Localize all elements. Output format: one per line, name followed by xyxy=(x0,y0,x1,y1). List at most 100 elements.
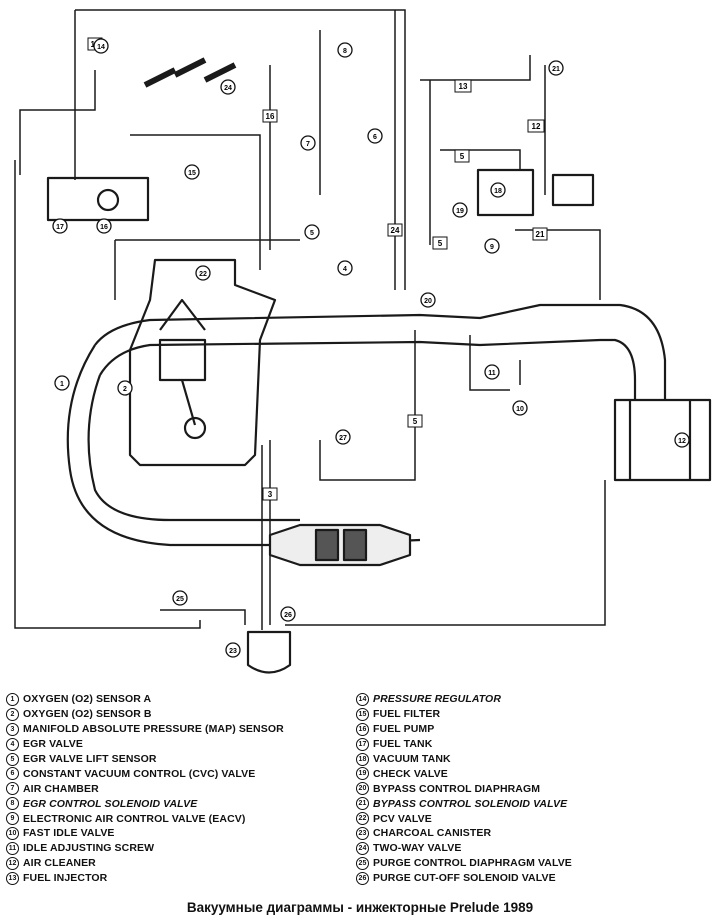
intake-manifold xyxy=(94,303,600,346)
legend-number: 17 xyxy=(356,737,369,751)
legend-label: EGR CONTROL SOLENOID VALVE xyxy=(23,797,198,810)
legend-label: AIR CHAMBER xyxy=(23,782,99,795)
svg-text:16: 16 xyxy=(266,112,275,121)
exhaust-pipe xyxy=(66,344,421,547)
hose-tag: 21 xyxy=(532,227,548,241)
callout: 12 xyxy=(674,432,690,448)
hose-tag: 13 xyxy=(454,79,472,93)
svg-text:10: 10 xyxy=(516,406,524,413)
legend-number: 6 xyxy=(6,767,19,781)
svg-text:16: 16 xyxy=(100,224,108,231)
callouts: 1 2 4 5 6 7 8 9 10 11 12 14 15 16 17 18 … xyxy=(52,38,690,658)
fuel-tank-shape xyxy=(46,176,150,222)
legend-item: 25 PURGE CONTROL DIAPHRAGM VALVE xyxy=(356,856,716,871)
svg-text:14: 14 xyxy=(97,44,105,51)
svg-text:5: 5 xyxy=(438,239,443,248)
callout: 7 xyxy=(300,135,316,151)
legend-label: PRESSURE REGULATOR xyxy=(373,693,502,706)
hose-tag: 16 xyxy=(262,109,278,123)
legend-label: CHECK VALVE xyxy=(373,767,448,780)
legend-label: CHARCOAL CANISTER xyxy=(373,827,492,840)
legend-number: 4 xyxy=(6,737,19,751)
legend-label: OXYGEN (O2) SENSOR B xyxy=(23,708,152,721)
hose-tag: 24 xyxy=(387,223,403,237)
svg-text:2: 2 xyxy=(123,386,127,393)
svg-text:6: 6 xyxy=(373,134,377,141)
legend-item: 4 EGR VALVE xyxy=(6,737,351,752)
legend-number: 9 xyxy=(6,812,19,826)
legend-item: 19 CHECK VALVE xyxy=(356,766,716,781)
callout: 24 xyxy=(220,79,236,95)
legend-label: TWO-WAY VALVE xyxy=(373,842,462,855)
legend-label: PCV VALVE xyxy=(373,812,432,825)
callout: 25 xyxy=(172,590,188,606)
svg-text:23: 23 xyxy=(229,648,237,655)
legend-number: 2 xyxy=(6,707,19,721)
legend-item: 20 BYPASS CONTROL DIAPHRAGM xyxy=(356,781,716,796)
legend-item: 18 VACUUM TANK xyxy=(356,752,716,767)
callout: 21 xyxy=(548,60,564,76)
svg-text:18: 18 xyxy=(494,188,502,195)
legend-item: 14 PRESSURE REGULATOR xyxy=(356,692,716,707)
svg-text:21: 21 xyxy=(536,230,545,239)
svg-text:22: 22 xyxy=(199,271,207,278)
legend-label: AIR CLEANER xyxy=(23,857,96,870)
legend-number: 7 xyxy=(6,782,19,796)
callout: 5 xyxy=(304,224,320,240)
legend-number: 19 xyxy=(356,767,369,781)
callout: 10 xyxy=(512,400,528,416)
intake-duct xyxy=(600,303,667,400)
svg-text:19: 19 xyxy=(456,208,464,215)
exhaust-pipe-lower xyxy=(87,374,300,522)
legend-number: 20 xyxy=(356,782,369,796)
legend-number: 14 xyxy=(356,692,369,706)
legend-label: BYPASS CONTROL DIAPHRAGM xyxy=(373,782,541,795)
svg-text:25: 25 xyxy=(176,596,184,603)
legend-label: ELECTRONIC AIR CONTROL VALVE (EACV) xyxy=(23,812,246,825)
hose-tag: 3 xyxy=(262,487,278,501)
legend-item: 2 OXYGEN (O2) SENSOR B xyxy=(6,707,351,722)
callout: 11 xyxy=(484,364,500,380)
legend-number: 22 xyxy=(356,812,369,826)
hose-tags: 14 16 24 5 13 12 5 21 5 3 xyxy=(87,37,548,501)
legend-number: 16 xyxy=(356,722,369,736)
callout: 19 xyxy=(452,202,468,218)
legend-item: 7 AIR CHAMBER xyxy=(6,781,351,796)
legend-label: FUEL PUMP xyxy=(373,723,435,736)
svg-text:13: 13 xyxy=(459,82,468,91)
legend-number: 12 xyxy=(6,856,19,870)
svg-text:24: 24 xyxy=(224,85,232,92)
legend-item: 16 FUEL PUMP xyxy=(356,722,716,737)
legend-item: 6 CONSTANT VACUUM CONTROL (CVC) VALVE xyxy=(6,766,351,781)
callout: 4 xyxy=(337,260,353,276)
svg-text:12: 12 xyxy=(532,122,541,131)
legend-label: EGR VALVE xyxy=(23,738,84,751)
callout: 2 xyxy=(117,380,133,396)
hose-tag: 5 xyxy=(454,149,470,163)
legend-number: 18 xyxy=(356,752,369,766)
callout: 6 xyxy=(367,128,383,144)
callout: 1 xyxy=(54,375,70,391)
hose-tag: 5 xyxy=(432,236,448,250)
legend-number: 25 xyxy=(356,856,369,870)
callout: 17 xyxy=(52,218,68,234)
legend-label: VACUUM TANK xyxy=(373,753,451,765)
svg-text:8: 8 xyxy=(343,48,347,55)
callout: 27 xyxy=(335,429,351,445)
callout: 18 xyxy=(490,182,506,198)
legend-label: CONSTANT VACUUM CONTROL (CVC) VALVE xyxy=(23,767,256,780)
svg-text:27: 27 xyxy=(339,435,347,442)
callout: 9 xyxy=(484,238,500,254)
legend-label: PURGE CONTROL DIAPHRAGM VALVE xyxy=(373,857,572,870)
svg-text:21: 21 xyxy=(552,66,560,73)
legend-label: OXYGEN (O2) SENSOR A xyxy=(23,693,152,706)
legend-item: 12 AIR CLEANER xyxy=(6,856,351,871)
svg-text:17: 17 xyxy=(56,224,64,231)
